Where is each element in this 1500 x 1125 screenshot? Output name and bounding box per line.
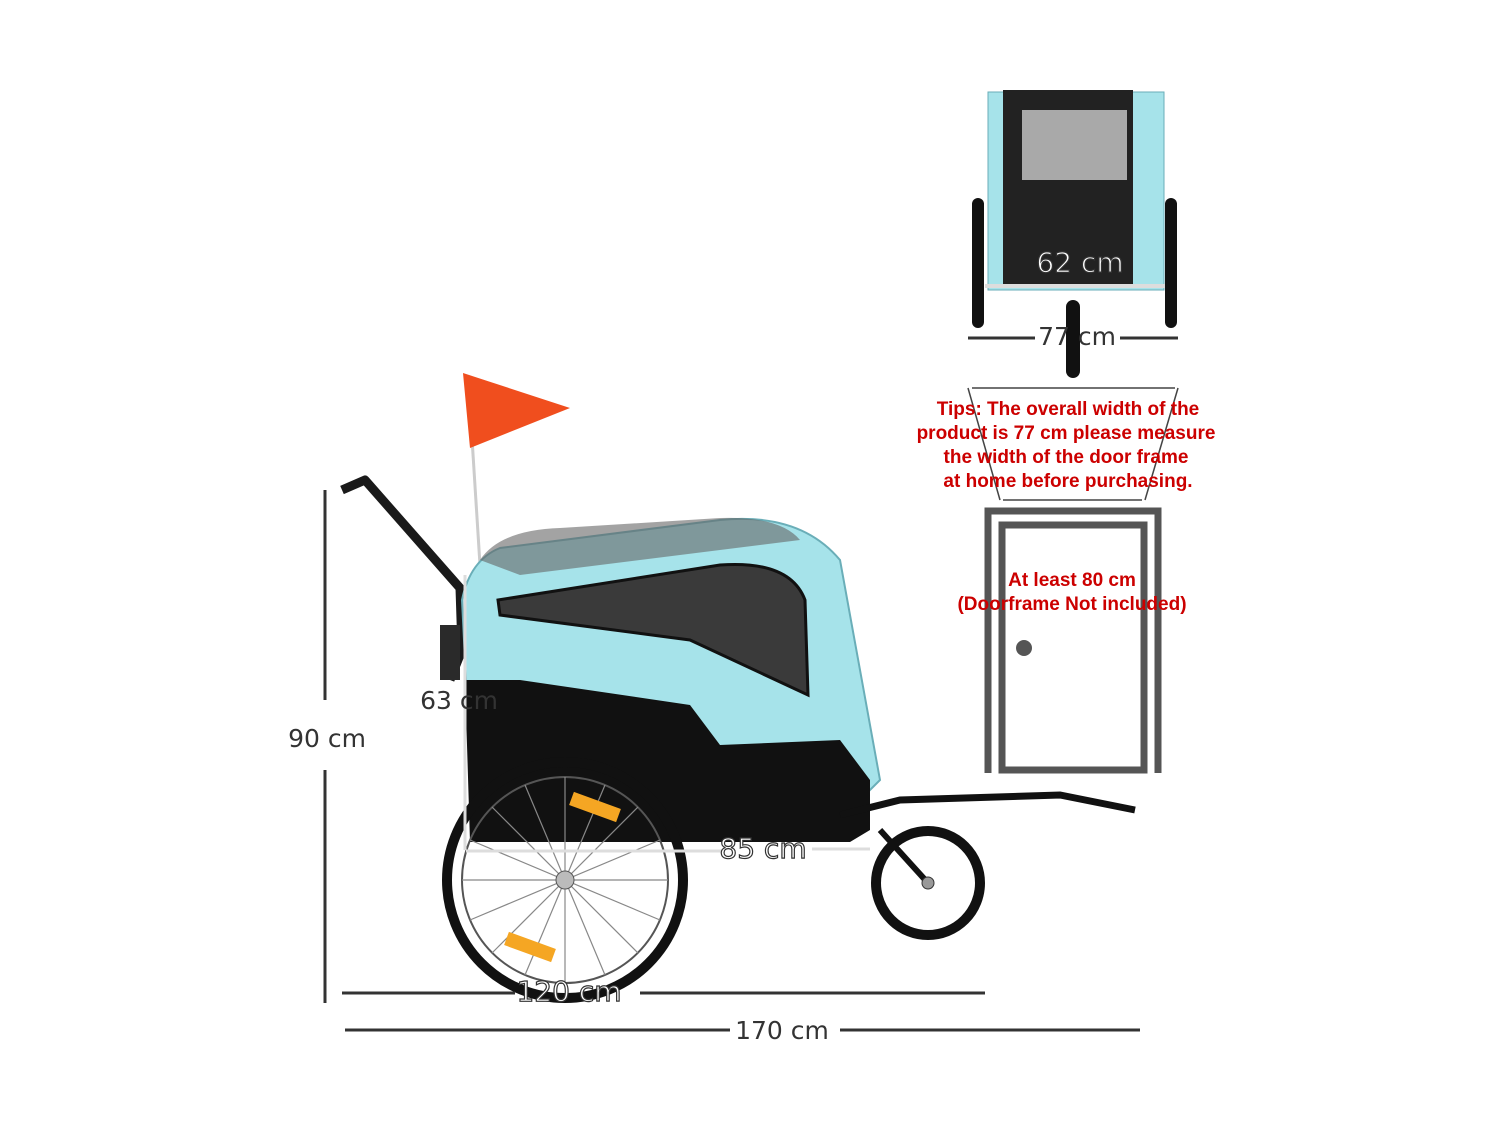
right-wheel — [1165, 198, 1177, 328]
total-length-label: 170 cm — [735, 1016, 829, 1045]
svg-text:Tips: The overall width of the: Tips: The overall width of the — [937, 399, 1200, 420]
svg-text:the width of the door frame: the width of the door frame — [944, 447, 1189, 468]
svg-text:product is 77 cm please measur: product is 77 cm please measure — [917, 423, 1216, 444]
reflector — [569, 791, 621, 823]
height-label: 90 cm — [288, 724, 366, 753]
wheel-hub — [555, 870, 575, 890]
trailer-base — [465, 680, 870, 842]
trailer-side-view — [340, 373, 1136, 1003]
door-width-label: At least 80 cm — [1008, 570, 1136, 591]
inner-length-label: 85 cm — [719, 832, 806, 865]
width-bracket — [967, 387, 1179, 501]
flag — [463, 373, 570, 448]
trailer-front-view — [968, 90, 1178, 378]
overall-width-label: 77 cm — [1038, 322, 1116, 351]
door-note: (Doorframe Not included) — [957, 594, 1186, 615]
left-wheel — [972, 198, 984, 328]
front-wheel — [871, 826, 985, 940]
inner-height-label: 63 cm — [420, 686, 498, 715]
door-frame — [984, 507, 1162, 774]
clear-roof — [480, 517, 800, 575]
tips-text: Tips: The overall width of the product i… — [917, 399, 1216, 492]
door-knob — [1016, 640, 1032, 656]
handle-clamp — [440, 625, 460, 680]
inner-width-label: 62 cm — [1036, 246, 1123, 279]
door — [998, 521, 1148, 774]
body-length-label: 120 cm — [516, 975, 621, 1008]
mesh-window — [496, 562, 810, 698]
tow-bar — [839, 791, 1136, 819]
svg-text:at home before purchasing.: at home before purchasing. — [943, 471, 1192, 492]
front-small-wheel — [1066, 300, 1080, 378]
rear-wheel — [442, 757, 688, 1003]
reflector — [504, 931, 556, 963]
dimension-lines — [323, 490, 1140, 1032]
front-wheel-arm — [877, 827, 931, 886]
